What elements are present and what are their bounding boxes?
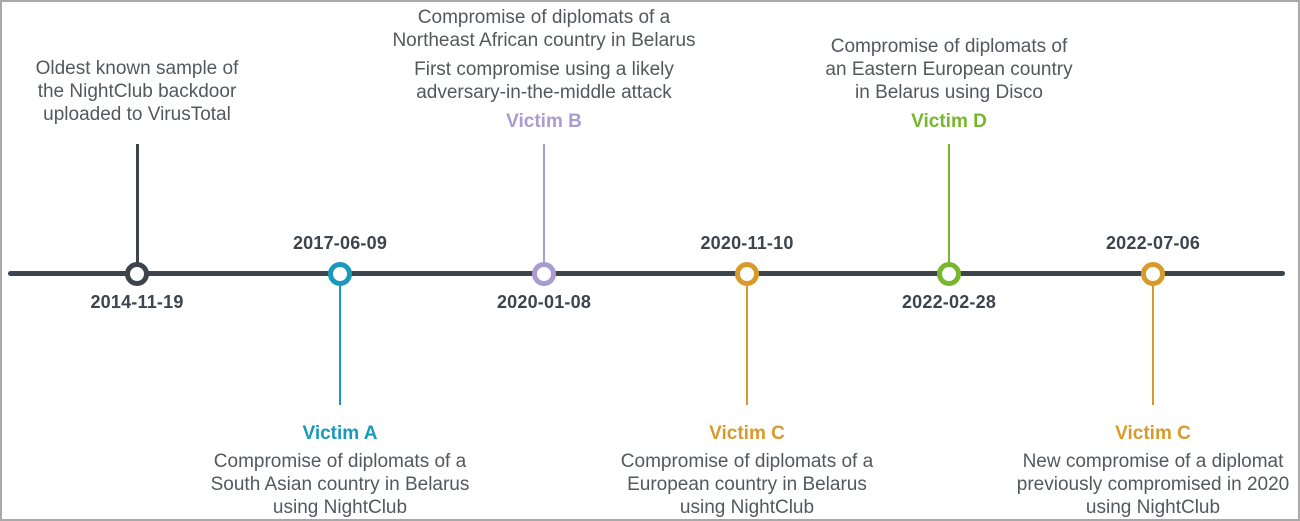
event-description: New compromise of a diplomat previously … [1016, 451, 1290, 518]
event-node-circle [735, 262, 759, 286]
event-date-label: 2017-06-09 [292, 233, 388, 253]
event-date-label: 2022-07-06 [1105, 233, 1201, 253]
event-node-circle [125, 262, 149, 286]
event-connector-line [1152, 278, 1154, 405]
event-node-circle [1141, 262, 1165, 286]
victim-label: Victim C [709, 423, 785, 444]
event-node-circle [937, 262, 961, 286]
event-node-circle [532, 262, 556, 286]
event-description: Compromise of diplomats of a European co… [620, 451, 874, 518]
event-description: Oldest known sample of the NightClub bac… [35, 58, 239, 125]
event-date-label: 2022-02-28 [901, 292, 997, 312]
event-date-label: 2020-11-10 [700, 233, 794, 253]
victim-label: Victim C [1115, 423, 1191, 444]
victim-label: Victim A [302, 423, 378, 444]
victim-label: Victim D [911, 111, 987, 132]
event-node-circle [328, 262, 352, 286]
event-date-label: 2020-01-08 [496, 292, 592, 312]
event-description: Compromise of diplomats of a South Asian… [210, 451, 470, 518]
event-description-secondary: First compromise using a likely adversar… [414, 59, 674, 103]
event-connector-line [339, 278, 341, 405]
event-connector-line [746, 278, 748, 405]
event-description: Compromise of diplomats of a Northeast A… [392, 7, 696, 51]
event-date-label: 2014-11-19 [90, 292, 184, 312]
event-connector-line [543, 144, 545, 270]
event-connector-line [136, 144, 139, 270]
event-connector-line [948, 144, 950, 270]
victim-label: Victim B [506, 111, 582, 132]
event-description: Compromise of diplomats of an Eastern Eu… [825, 36, 1073, 103]
timeline-axis [8, 271, 1285, 276]
